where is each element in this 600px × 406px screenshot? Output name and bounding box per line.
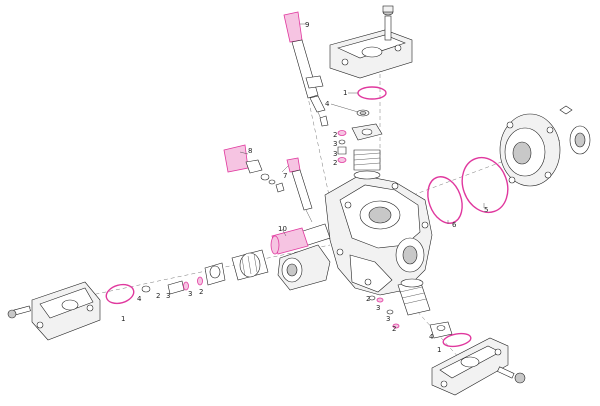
assembly-axis-lines	[19, 59, 561, 371]
callout-7: 7	[283, 172, 287, 180]
top-screw	[382, 5, 394, 41]
callout-1-top: 1	[343, 89, 347, 97]
callout-3b-left: 3	[188, 290, 192, 298]
gasket-6	[427, 176, 463, 224]
callout-6: 6	[452, 221, 457, 229]
callout-2-bottom: 2	[366, 295, 370, 303]
callout-2-top: 2	[333, 131, 337, 139]
callout-4-bottom: 4	[429, 333, 434, 341]
callout-2-left: 2	[156, 292, 160, 300]
top-cover-plate	[329, 29, 413, 79]
metering-unit	[277, 223, 331, 291]
callout-1-bottom: 1	[437, 346, 441, 354]
bottom-cover-plate	[431, 337, 509, 396]
callout-4-left: 4	[137, 295, 142, 303]
callout-3-top: 3	[333, 140, 337, 148]
callout-10: 10	[278, 225, 287, 233]
flange-screw	[559, 105, 573, 115]
drive-flange	[499, 113, 591, 187]
gasket-5	[461, 156, 509, 214]
callout-3b-top: 3	[333, 150, 337, 158]
callout-2b-top: 2	[333, 159, 337, 167]
callout-3-left: 3	[166, 292, 170, 300]
bottom-plunger-stack	[368, 278, 453, 339]
left-o-ring	[105, 283, 135, 305]
pump-housing	[324, 174, 433, 296]
callout-5: 5	[484, 206, 488, 214]
part-callouts: 9 1 4 2 3 3 2 8 7 10 5 6 1 4 2 3 3 2 2 3…	[121, 21, 488, 354]
callout-3-bottom: 3	[376, 304, 380, 312]
inlet-valve	[286, 157, 313, 223]
callout-1-left: 1	[121, 315, 125, 323]
bottom-screw	[497, 366, 526, 384]
bottom-o-ring	[442, 332, 472, 348]
leader-lines	[239, 23, 485, 237]
callout-2b-left: 2	[199, 288, 203, 296]
callout-8: 8	[248, 147, 252, 155]
callout-4-top: 4	[325, 100, 330, 108]
high-pressure-connector	[283, 11, 329, 127]
left-screw	[7, 305, 31, 319]
top-o-ring	[357, 86, 387, 100]
top-washers	[337, 130, 347, 163]
callout-2b-bottom: 2	[392, 325, 396, 333]
callout-3b-bottom: 3	[386, 315, 390, 323]
left-end-cover	[31, 281, 101, 341]
top-plunger-stack	[351, 109, 383, 180]
left-plunger-stack	[141, 249, 269, 295]
filter-sleeve	[270, 227, 309, 255]
callout-9: 9	[305, 21, 309, 29]
pressure-valve	[223, 144, 285, 193]
